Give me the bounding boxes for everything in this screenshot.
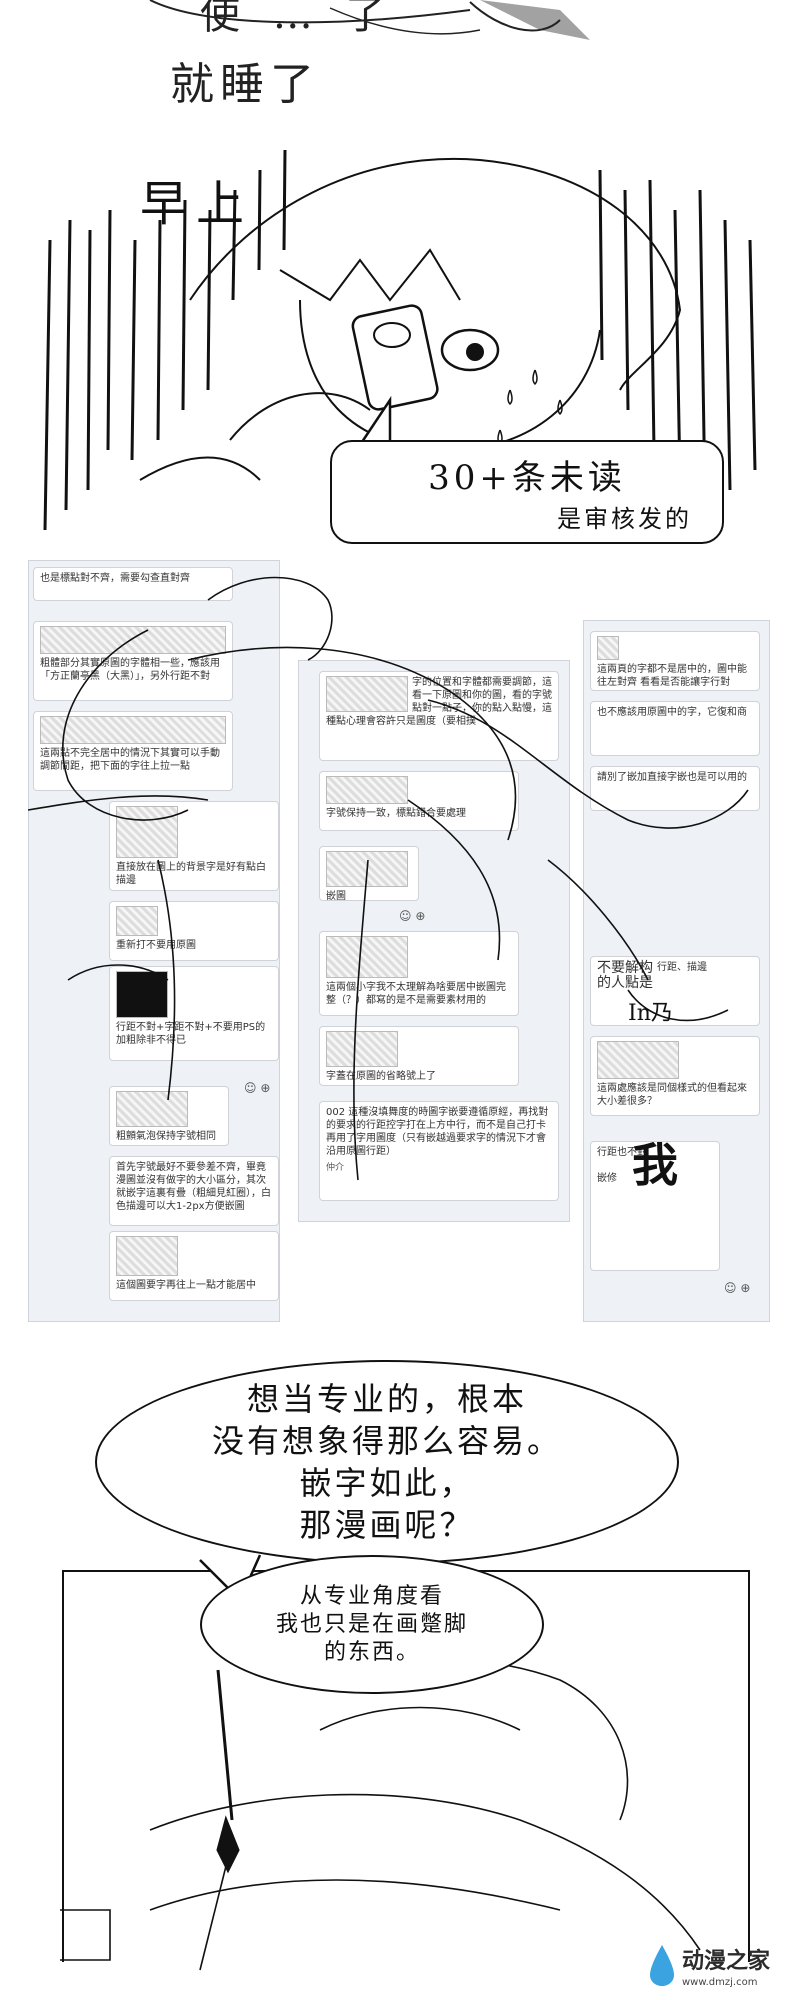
chat-message-text: 首先字號最好不要參差不齊，畢竟漫圖並沒有做字的大小區分，其次就嵌字這裏有疊（粗細… (116, 1162, 271, 1212)
chat-message-text: 直接放在圖上的背景字是好有點白描邊 (116, 862, 266, 886)
chat-message-text: 字號保持一致，標點錯合要處理 (326, 808, 466, 819)
thumbnail-image (326, 1031, 398, 1067)
chat-message: 002 這種沒填舞度的時圖字嵌要遵循原經，再找對的要求的行距控字打在上方中行，而… (319, 1101, 559, 1201)
emoji-icon[interactable]: ☺ ⊕ (244, 1081, 271, 1095)
drop-logo-icon (650, 1945, 674, 1986)
watermark-url: www.dmzj.com (682, 1976, 758, 1988)
chat-message: 字號保持一致，標點錯合要處理 (319, 771, 519, 831)
thought-bubble-large: 想当专业的，根本 没有想象得那么容易。 嵌字如此， 那漫画呢？ (95, 1360, 679, 1564)
chat-message-text: 行距不對+字距不對+不要用PS的加粗除非不得已 (116, 1022, 266, 1046)
chat-message-text: 粗體部分其實原圖的字體相一些，應該用「方正蘭亭黑（大黑）」，另外行距不對 (40, 658, 220, 682)
chat-message-text: 002 這種沒填舞度的時圖字嵌要遵循原經，再找對的要求的行距控字打在上方中行，而… (326, 1107, 549, 1157)
chat-message: 這兩個小字我不太理解為啥要居中嵌圖完整（？）都寫的是不是需要素材用的 (319, 931, 519, 1016)
chat-message-text: 行距、描邊 (657, 962, 707, 973)
bubble-line: 没有想象得那么容易。 (211, 1422, 562, 1460)
chat-message: 直接放在圖上的背景字是好有點白描邊 (109, 801, 279, 891)
bubble-line: 那漫画呢？ (299, 1506, 475, 1544)
thought-bubble-small: 从专业角度看 我也只是在画蹩脚 的东西。 (200, 1555, 544, 1694)
chat-message-text: 字的位置和字體都需要調節，這看一下原圖和你的圖，看的字號點對一點子，你的點入點慢… (326, 677, 552, 727)
thumbnail-image (116, 1091, 188, 1127)
chat-message: 不要解构的人點是 行距、描邊 (590, 956, 760, 1026)
thumbnail-image (597, 636, 619, 660)
unread-source-text: 是审核发的 (557, 505, 692, 533)
small-label: 仲介 (326, 1163, 345, 1173)
thumbnail-image (116, 1236, 178, 1276)
thumbnail-image (116, 906, 158, 936)
thumbnail-image (116, 806, 178, 858)
chat-column-left: 也是標點對不齊，需要勾查直對齊 粗體部分其實原圖的字體相一些，應該用「方正蘭亭黑… (28, 560, 280, 1322)
chat-message: 粗體部分其實原圖的字體相一些，應該用「方正蘭亭黑（大黑）」，另外行距不對 (33, 621, 233, 701)
thumbnail-image (326, 936, 408, 978)
chat-message-text: 嵌圖 (326, 891, 346, 901)
site-watermark: 动漫之家 www.dmzj.com (648, 1935, 798, 1995)
chat-message-text: 也不應該用原圖中的字，它復和商 (597, 707, 747, 718)
chat-message-text: 粗顫氣泡保持字號相同 (116, 1131, 216, 1142)
chat-message: 這兩頁的字都不是居中的，圖中能往左對齊 看看是否能讓字行對 (590, 631, 760, 691)
unread-speech-bubble: 30+条未读 是审核发的 (330, 440, 724, 544)
chat-message: 字蓋在原圖的省略號上了 (319, 1026, 519, 1086)
chat-message-text: 這兩個小字我不太理解為啥要居中嵌圖完整（？）都寫的是不是需要素材用的 (326, 982, 506, 1006)
panel2-caption: 早上 (140, 176, 253, 232)
bubble-line: 从专业角度看 (299, 1583, 444, 1609)
bubble-line: 嵌字如此， (299, 1464, 475, 1502)
emoji-icon[interactable]: ☺ ⊕ (399, 909, 426, 923)
panel1-top-text: 使 … 了 (200, 0, 396, 38)
chat-message: 這個圖要字再往上一點才能居中 (109, 1231, 279, 1301)
chat-message-text: 請別了嵌加直接字嵌也是可以用的 (597, 772, 747, 783)
corner-text: In乃 (628, 1001, 673, 1026)
bubble-line: 的东西。 (323, 1639, 420, 1665)
chat-message: 這兩處應該是同個樣式的但看起來大小差很多？ (590, 1036, 760, 1116)
chat-message-text: 這兩處應該是同個樣式的但看起來大小差很多？ (597, 1083, 747, 1107)
unread-count-text: 30+条未读 (428, 458, 626, 498)
panel-falling-asleep: 使 … 了 就睡了 (0, 0, 800, 120)
chat-message: 首先字號最好不要參差不齊，畢竟漫圖並沒有做字的大小區分，其次就嵌字這裏有疊（粗細… (109, 1156, 279, 1226)
thumbnail-image (326, 676, 408, 712)
chat-column-right: 這兩頁的字都不是居中的，圖中能往左對齊 看看是否能讓字行對 也不應該用原圖中的字… (583, 620, 770, 1322)
panel-morning: 早上 30+条未读 是审核发的 (30, 150, 770, 550)
chat-message: 也不應該用原圖中的字，它復和商 (590, 701, 760, 756)
chat-message-text: 行距也不對 (597, 1147, 647, 1158)
thumbnail-image (116, 971, 168, 1018)
morning-sketch (43, 150, 757, 531)
thumbnail-image (326, 776, 408, 804)
chat-message-text: 這兩頁的字都不是居中的，圖中能往左對齊 看看是否能讓字行對 (597, 664, 747, 688)
thumbnail-image (597, 1041, 679, 1079)
chat-message-text: 這兩點不完全居中的情況下其實可以手動調節間距，把下面的字往上拉一點 (40, 748, 220, 772)
chat-message: 重新打不要用原圖 (109, 901, 279, 961)
watermark-name: 动漫之家 (682, 1948, 771, 1974)
chat-message-text: 字蓋在原圖的省略號上了 (326, 1071, 436, 1082)
chat-message: 粗顫氣泡保持字號相同 (109, 1086, 229, 1146)
chat-message: 也是標點對不齊，需要勾查直對齊 (33, 567, 233, 601)
bubble-line: 我也只是在画蹩脚 (275, 1611, 468, 1637)
thumbnail-image (40, 626, 226, 654)
chat-message: 行距不對+字距不對+不要用PS的加粗除非不得已 (109, 966, 279, 1061)
chat-message-text: 嵌修 (597, 1173, 617, 1184)
chat-message: 請別了嵌加直接字嵌也是可以用的 (590, 766, 760, 811)
watermark-text-group: 动漫之家 www.dmzj.com (682, 1943, 770, 1988)
chat-message-text: 重新打不要用原圖 (116, 940, 196, 951)
panel1-caption: 就睡了 (170, 59, 320, 110)
chat-message: 行距也不對 我 嵌修 (590, 1141, 720, 1271)
bubble-line: 想当专业的，根本 (246, 1380, 527, 1418)
chat-message: 字的位置和字體都需要調節，這看一下原圖和你的圖，看的字號點對一點子，你的點入點慢… (319, 671, 559, 761)
emoji-icon[interactable]: ☺ ⊕ (724, 1281, 751, 1295)
panel-reflection: 想当专业的，根本 没有想象得那么容易。 嵌字如此， 那漫画呢？ 从专业角度看 我… (0, 1350, 800, 2000)
figure-overlay-sketch: In乃 (28, 576, 749, 1181)
panel-review-messages: 也是標點對不齊，需要勾查直對齊 粗體部分其實原圖的字體相一些，應該用「方正蘭亭黑… (28, 560, 772, 1340)
sleep-sketch (149, 0, 590, 40)
chat-message-text: 也是標點對不齊，需要勾查直對齊 (40, 573, 190, 584)
chat-message-text: 這個圖要字再往上一點才能居中 (116, 1280, 256, 1291)
thumbnail-image (40, 716, 226, 744)
